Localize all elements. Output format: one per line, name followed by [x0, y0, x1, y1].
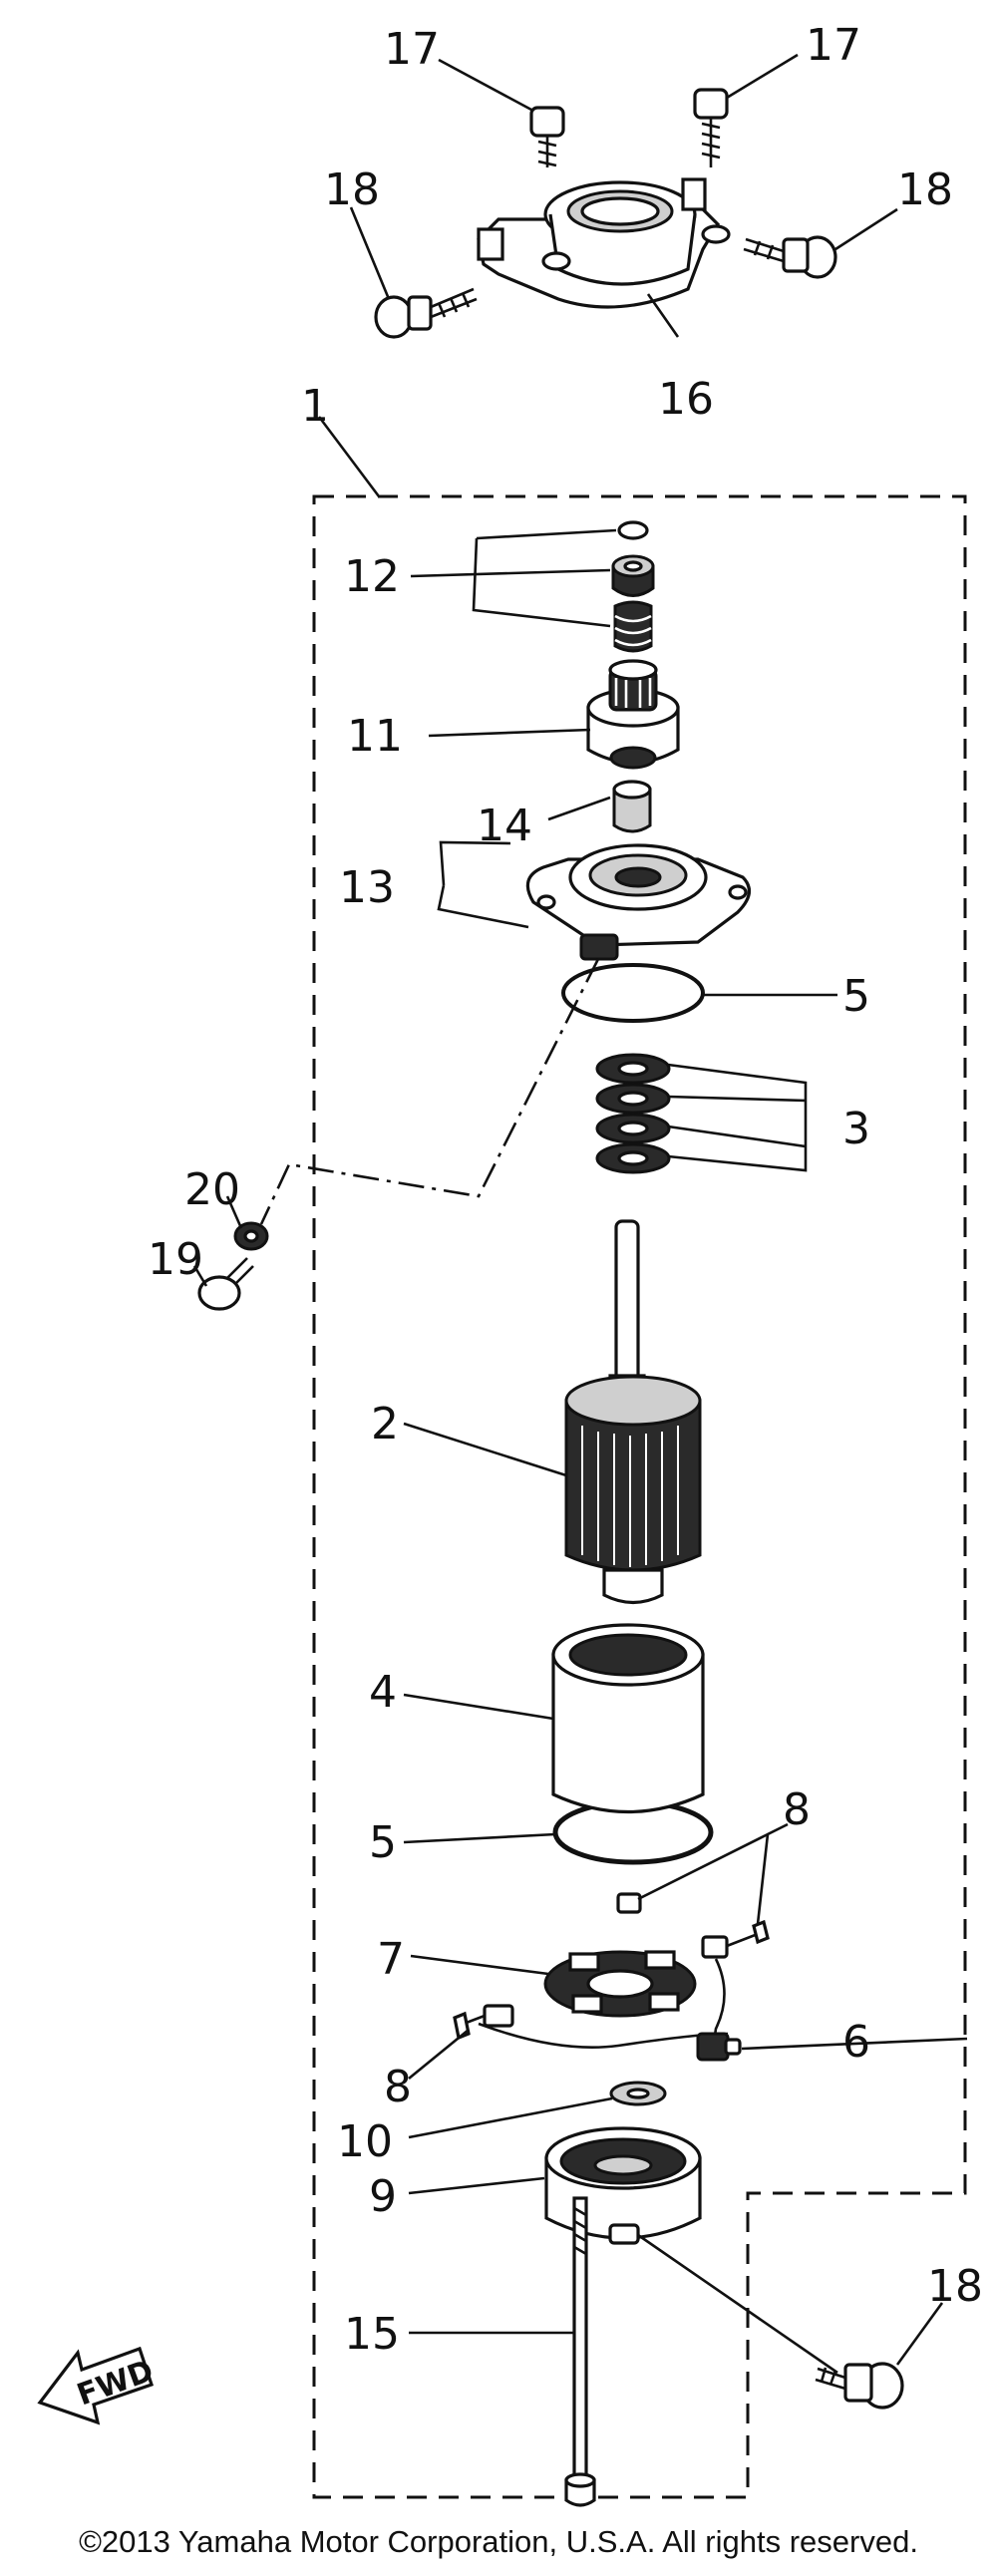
part-2-armature — [564, 1219, 702, 1605]
part-10-washer — [609, 2081, 667, 2106]
callout-18-lower: 18 — [927, 2261, 983, 2312]
callout-9: 9 — [369, 2171, 397, 2222]
callout-5-upper: 5 — [842, 971, 870, 1022]
part-14-bushing — [612, 780, 652, 833]
callout-numbers: 17 17 18 18 16 1 12 11 14 13 5 3 20 19 2… — [148, 20, 983, 2360]
part-3-washer-set — [595, 1053, 671, 1174]
callout-1: 1 — [301, 381, 329, 432]
part-9-rear-cover — [544, 2126, 702, 2245]
part-20-washer — [233, 1221, 269, 1251]
callout-7: 7 — [377, 1934, 405, 1985]
callout-17-right: 17 — [806, 20, 861, 71]
callout-13: 13 — [339, 862, 395, 913]
part-7-brush-holder — [478, 1950, 729, 2049]
part-4-yoke — [551, 1623, 705, 1813]
fwd-direction-arrow: FWD — [37, 2346, 159, 2425]
part-18-bolt-upper-left — [374, 287, 478, 339]
callout-2: 2 — [371, 1399, 399, 1449]
part-12-pinion-stopper-set — [611, 520, 655, 653]
callout-5-lower: 5 — [369, 1817, 397, 1868]
callout-4: 4 — [369, 1667, 397, 1718]
callout-8-lower: 8 — [384, 2062, 412, 2112]
callout-15: 15 — [344, 2309, 400, 2360]
part-8-brush-right — [701, 1919, 770, 1959]
callout-19: 19 — [148, 1234, 203, 1285]
part-17-bolt-right — [693, 88, 729, 167]
part-18-bolt-lower — [815, 2362, 904, 2410]
assembly-boundary — [312, 494, 967, 2499]
callout-3: 3 — [842, 1104, 870, 1154]
leader-lines — [192, 53, 968, 2375]
part-19-screw — [197, 1257, 254, 1311]
callout-14: 14 — [477, 801, 532, 851]
part-6-lead-wire — [696, 1958, 742, 2062]
callout-10: 10 — [337, 2116, 393, 2167]
callout-16: 16 — [658, 374, 714, 425]
callout-8-upper: 8 — [783, 1784, 811, 1835]
part-8-brush-top — [616, 1892, 642, 1914]
callout-11: 11 — [347, 711, 403, 762]
callout-17-left: 17 — [384, 24, 440, 75]
part-17-bolt-left — [529, 106, 565, 167]
part-18-bolt-upper-right — [743, 235, 837, 279]
callout-20: 20 — [184, 1164, 240, 1215]
part-11-drive-assembly — [586, 659, 680, 770]
part-16-bracket — [477, 177, 731, 309]
callout-18-upper-left: 18 — [324, 164, 380, 215]
part-13-front-bracket — [525, 843, 751, 961]
callout-6: 6 — [842, 2017, 870, 2068]
callout-12: 12 — [344, 551, 400, 602]
callout-18-upper-right: 18 — [897, 164, 953, 215]
part-15-through-bolt — [564, 2196, 596, 2507]
copyright-notice: ©2013 Yamaha Motor Corporation, U.S.A. A… — [79, 2524, 918, 2559]
part-5-o-ring-upper — [561, 963, 705, 1023]
